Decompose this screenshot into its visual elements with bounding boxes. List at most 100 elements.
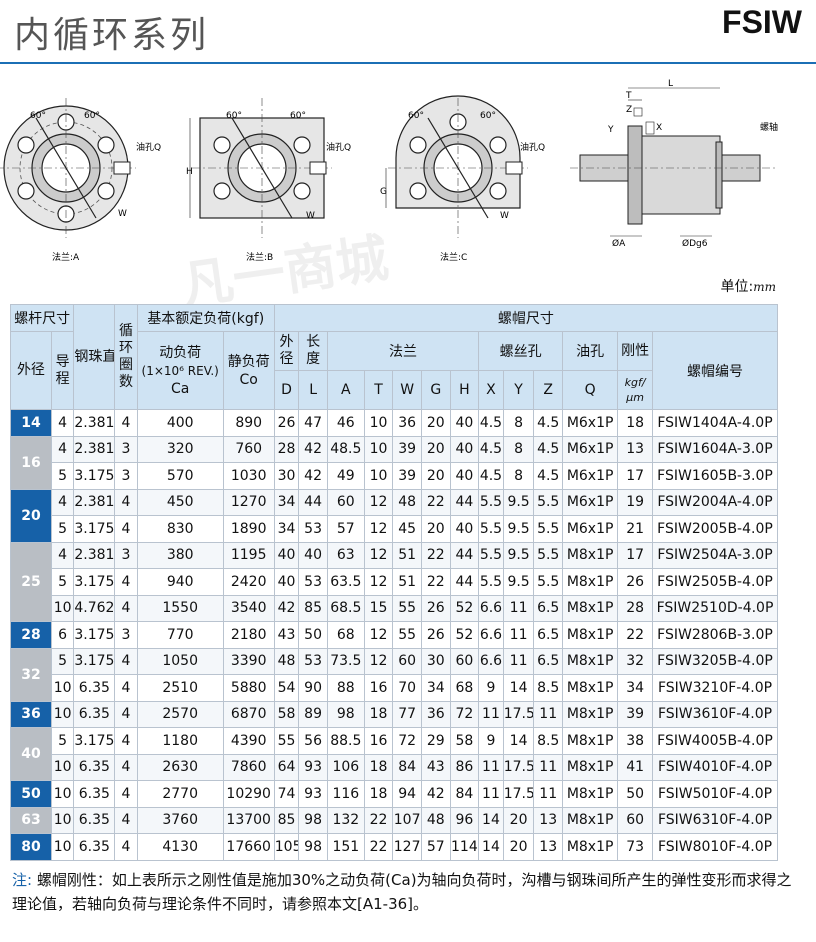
- table-cell: 70: [392, 674, 422, 702]
- table-cell: 46: [326, 409, 365, 437]
- table-cell: 4: [114, 700, 138, 728]
- table-cell: 93: [298, 753, 328, 781]
- table-cell: 86: [449, 753, 480, 781]
- footnote-text: 螺帽刚性：如上表所示之刚性值是施加30%之动负荷(Ca)为轴向负荷时，沟槽与钢珠…: [12, 871, 792, 913]
- table-cell: 4: [114, 753, 138, 781]
- table-cell: 55: [273, 727, 300, 755]
- table-cell: 4.5: [533, 409, 564, 437]
- side-y: Y: [607, 125, 614, 135]
- table-cell: 1180: [136, 727, 224, 755]
- table-cell: 18: [363, 700, 394, 728]
- table-cell: 41: [617, 753, 653, 781]
- screw-outer-dia-cell: 20: [10, 488, 52, 543]
- table-cell: M6x1P: [562, 409, 619, 437]
- table-cell: 17.5: [502, 753, 535, 781]
- table-cell: 40: [449, 462, 480, 490]
- table-cell: 4: [114, 515, 138, 543]
- table-cell: 43: [273, 621, 300, 649]
- table-cell: 6.35: [73, 780, 116, 808]
- hdr-ball-dia: 钢珠直径: [73, 304, 116, 410]
- table-cell: 18: [617, 409, 653, 437]
- table-cell: 11: [502, 594, 535, 622]
- table-cell: 77: [392, 700, 422, 728]
- table-cell: 9.5: [502, 568, 535, 596]
- table-cell: 5: [50, 462, 75, 490]
- header-rule: [0, 62, 816, 64]
- hdr-nut-outer: 外径: [273, 331, 300, 371]
- table-cell: 48: [273, 647, 300, 675]
- table-cell: 6.35: [73, 833, 116, 861]
- nut-number-cell: FSIW8010F-4.0P: [651, 833, 779, 861]
- nut-number-cell: FSIW1605B-3.0P: [651, 462, 779, 490]
- table-cell: 2.381: [73, 488, 116, 516]
- table-cell: 4: [50, 541, 75, 569]
- nut-number-cell: FSIW5010F-4.0P: [651, 780, 779, 808]
- hdr-col-z: Z: [533, 370, 564, 410]
- table-cell: 6.35: [73, 700, 116, 728]
- table-cell: 5.5: [478, 515, 504, 543]
- table-cell: 40: [449, 409, 480, 437]
- hdr-nut-size: 螺帽尺寸: [273, 304, 779, 332]
- table-cell: 60: [326, 488, 365, 516]
- table-cell: 4130: [136, 833, 224, 861]
- table-cell: 30: [420, 647, 451, 675]
- nut-number-cell: FSIW2510D-4.0P: [651, 594, 779, 622]
- table-cell: M8x1P: [562, 568, 619, 596]
- table-cell: 39: [392, 462, 422, 490]
- table-cell: 85: [273, 806, 300, 834]
- hdr-col-w: W: [392, 370, 422, 410]
- hdr-length: 长度: [298, 331, 328, 371]
- fig-c-angle-left: 60°: [408, 111, 424, 121]
- screw-outer-dia-cell: 16: [10, 435, 52, 490]
- hdr-stiff-unit: kgf/ μm: [617, 370, 653, 410]
- table-cell: 1550: [136, 594, 224, 622]
- table-cell: 39: [392, 435, 422, 463]
- hdr-circuits: 循环圈数: [114, 304, 138, 410]
- table-cell: 72: [392, 727, 422, 755]
- table-cell: 22: [617, 621, 653, 649]
- table-cell: 8: [502, 409, 535, 437]
- table-cell: 10: [50, 806, 75, 834]
- table-cell: 5: [50, 727, 75, 755]
- table-cell: 770: [136, 621, 224, 649]
- table-cell: 22: [363, 806, 394, 834]
- table-cell: 5: [50, 515, 75, 543]
- table-cell: 10: [363, 409, 394, 437]
- table-cell: 17660: [222, 833, 275, 861]
- fig-b-oil: 油孔Q: [326, 141, 351, 153]
- table-cell: 2770: [136, 780, 224, 808]
- table-cell: 68.5: [326, 594, 365, 622]
- table-cell: 11: [502, 621, 535, 649]
- hdr-col-l: L: [298, 370, 328, 410]
- nut-number-cell: FSIW2004A-4.0P: [651, 488, 779, 516]
- table-cell: 17.5: [502, 700, 535, 728]
- table-cell: 12: [363, 647, 394, 675]
- table-cell: 34: [273, 488, 300, 516]
- nut-number-cell: FSIW2505B-4.0P: [651, 568, 779, 596]
- table-cell: 9: [478, 727, 504, 755]
- table-cell: 2510: [136, 674, 224, 702]
- table-cell: 60: [617, 806, 653, 834]
- table-cell: 3760: [136, 806, 224, 834]
- table-cell: 8: [502, 435, 535, 463]
- table-cell: M6x1P: [562, 462, 619, 490]
- table-cell: 12: [363, 568, 394, 596]
- hdr-stiffness: 刚性: [617, 331, 653, 371]
- table-cell: 6.6: [478, 621, 504, 649]
- table-cell: 6.35: [73, 753, 116, 781]
- table-cell: 32: [617, 647, 653, 675]
- table-cell: 5.5: [478, 541, 504, 569]
- hdr-col-x: X: [478, 370, 504, 410]
- table-cell: 9: [478, 674, 504, 702]
- table-cell: 4: [114, 674, 138, 702]
- table-cell: 3: [114, 621, 138, 649]
- table-cell: 2570: [136, 700, 224, 728]
- table-cell: 10: [50, 674, 75, 702]
- table-cell: 4: [50, 409, 75, 437]
- table-cell: 11: [478, 753, 504, 781]
- table-cell: 56: [298, 727, 328, 755]
- hdr-col-d: D: [273, 370, 300, 410]
